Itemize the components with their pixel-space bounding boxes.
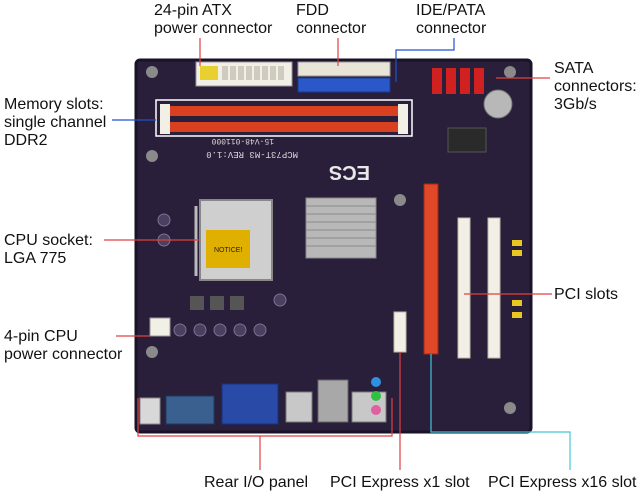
sata-label: SATA connectors: 3Gb/s bbox=[554, 60, 637, 113]
dimm-slot-1 bbox=[160, 106, 408, 116]
ps2-port bbox=[139, 397, 161, 425]
pci-slot-2 bbox=[487, 217, 501, 359]
cmos-battery bbox=[483, 89, 513, 119]
rear-io-label: Rear I/O panel bbox=[204, 474, 309, 491]
audio-jacks bbox=[371, 377, 381, 415]
memory-bracket bbox=[155, 99, 413, 137]
socket-notice: NOTICE! bbox=[214, 247, 242, 254]
pcie-x16-leader bbox=[430, 354, 571, 470]
atx-latch bbox=[200, 66, 218, 80]
pci-slots-label: PCI slots bbox=[554, 286, 619, 303]
heatsink-fins bbox=[306, 205, 376, 247]
sata-connectors bbox=[432, 68, 484, 94]
serial-port bbox=[165, 395, 215, 425]
mount-hole bbox=[504, 402, 516, 414]
silk-code: 15-V48-011000 bbox=[211, 136, 274, 145]
cpu-socket-cover bbox=[206, 230, 250, 268]
rear-io-bracket bbox=[137, 398, 393, 437]
cpu-power-label: 4-pin CPU power connector bbox=[4, 328, 123, 363]
lan-port bbox=[317, 379, 349, 423]
pci-slot-1 bbox=[457, 217, 471, 359]
atx-label: 24-pin ATX power connector bbox=[154, 2, 273, 37]
usb-port-1 bbox=[285, 391, 313, 423]
pcie-x1-slot bbox=[393, 311, 407, 353]
cpu-socket-label: CPU socket: LGA 775 bbox=[4, 232, 93, 267]
ide-connector bbox=[297, 77, 391, 93]
silk-model: MCP73T-M3 REV:1.0 bbox=[206, 149, 298, 159]
pcie-x16-slot bbox=[423, 183, 439, 355]
chokes bbox=[190, 296, 244, 310]
mount-hole bbox=[146, 346, 158, 358]
cpu-4pin-connector bbox=[149, 317, 171, 337]
ide-leader bbox=[395, 38, 455, 82]
pcb-edge bbox=[134, 58, 533, 434]
memory-label: Memory slots: single channel DDR2 bbox=[4, 96, 107, 149]
chipset-heatsink bbox=[305, 197, 377, 259]
ide-label: IDE/PATA connector bbox=[416, 2, 487, 37]
bios-chip bbox=[447, 127, 487, 153]
pcie-x1-label: PCI Express x1 slot bbox=[330, 474, 470, 491]
fdd-connector bbox=[297, 61, 391, 77]
mount-hole bbox=[504, 66, 516, 78]
silk-brand: ECS bbox=[329, 161, 370, 183]
pcie-x16-label: PCI Express x16 slot bbox=[488, 474, 637, 491]
atx-pins bbox=[222, 66, 284, 80]
mount-hole bbox=[146, 150, 158, 162]
mount-hole bbox=[394, 194, 406, 206]
fdd-label: FDD connector bbox=[296, 2, 367, 37]
front-panel-headers bbox=[512, 240, 522, 318]
vga-port bbox=[221, 383, 279, 425]
mount-hole bbox=[146, 66, 158, 78]
dimm-slot-2 bbox=[160, 122, 408, 132]
